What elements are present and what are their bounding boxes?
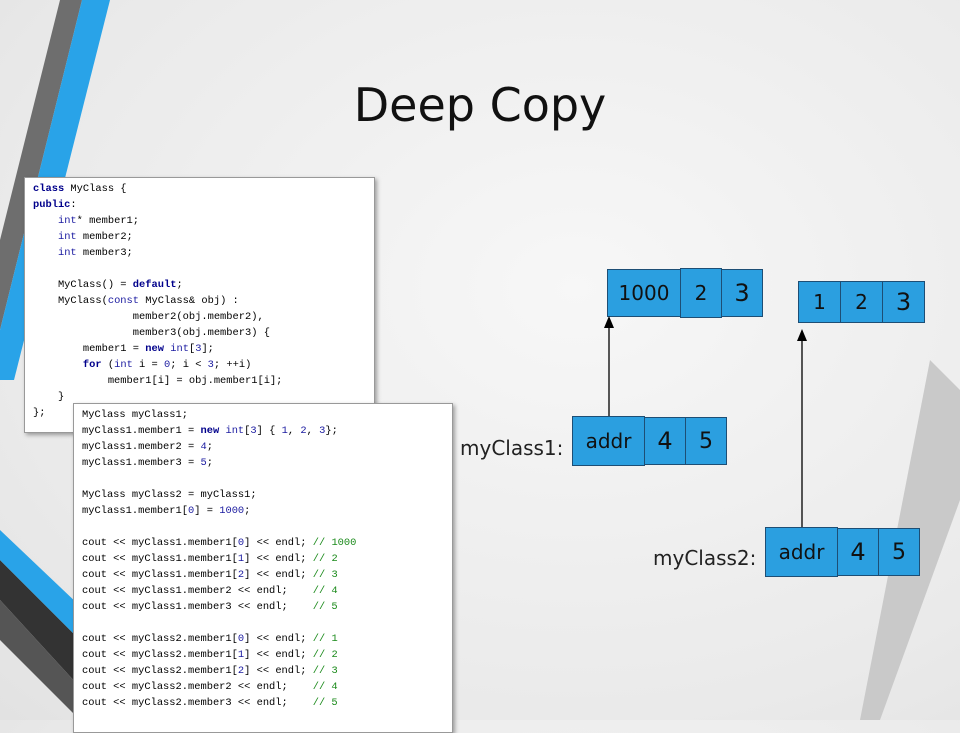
obj2-cell-1: 4 xyxy=(837,528,879,576)
page-title: Deep Copy xyxy=(353,78,607,132)
obj2-cell-0: addr xyxy=(765,527,838,577)
array2-cell-0: 1 xyxy=(798,281,841,323)
array1-cell-1: 2 xyxy=(680,268,722,318)
obj1-cell-1: 4 xyxy=(644,417,686,465)
myclass2-label: myClass2: xyxy=(653,546,757,570)
usage-code: MyClass myClass1; myClass1.member1 = new… xyxy=(73,403,453,733)
obj1-cell-2: 5 xyxy=(685,417,727,465)
array2-cell-2: 3 xyxy=(882,281,925,323)
class-definition-code: class MyClass { public: int* member1; in… xyxy=(24,177,375,433)
array1-cell-2: 3 xyxy=(721,269,763,317)
myclass1-label: myClass1: xyxy=(460,436,564,460)
obj1-cell-0: addr xyxy=(572,416,645,466)
array1-cell-0: 1000 xyxy=(607,269,681,317)
obj2-cell-2: 5 xyxy=(878,528,920,576)
array2-cell-1: 2 xyxy=(840,281,883,323)
